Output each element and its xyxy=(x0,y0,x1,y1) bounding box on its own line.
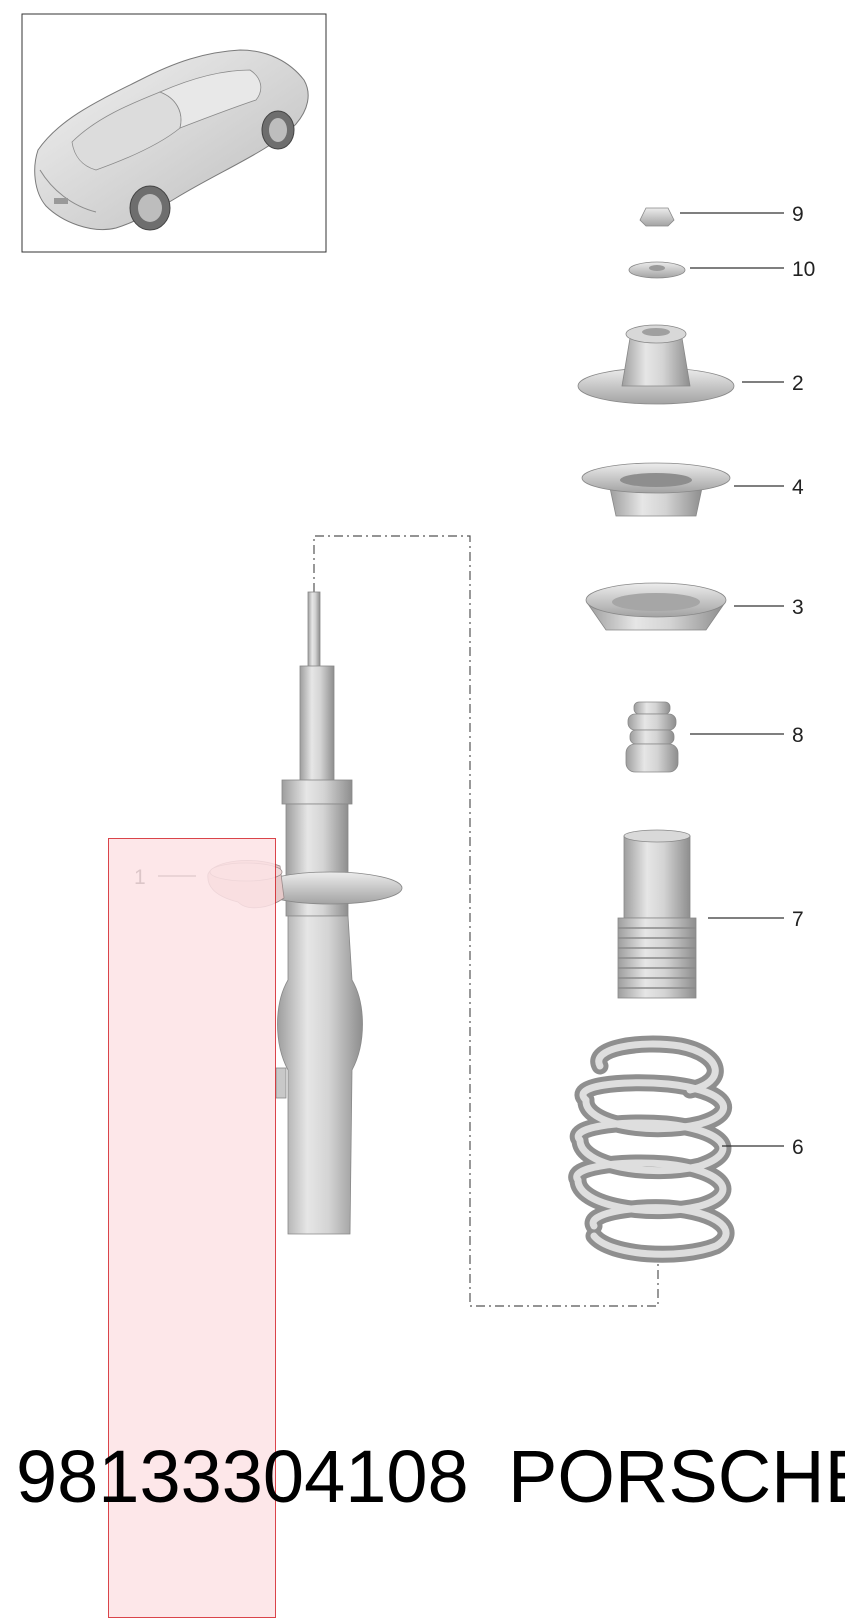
part-3-spring-pad xyxy=(585,582,727,631)
leader-lines xyxy=(158,212,784,1147)
callout-2: 2 xyxy=(792,372,804,395)
callout-8: 8 xyxy=(792,724,804,747)
part-10-washer xyxy=(628,261,686,279)
part-7-dust-boot xyxy=(617,829,697,999)
brand-name: PORSCHE xyxy=(508,1435,845,1518)
part-8-bump-stop xyxy=(625,701,679,773)
callout-4: 4 xyxy=(792,476,804,499)
strut-assembly xyxy=(257,591,403,1235)
part-number: 98133304108 xyxy=(16,1435,469,1518)
part-1-highlighted xyxy=(207,860,285,909)
part-2-strut-mount xyxy=(577,324,735,405)
callout-6: 6 xyxy=(792,1136,804,1159)
part-6-coil-spring xyxy=(568,1035,735,1263)
callout-1: 1 xyxy=(134,866,146,889)
assembly-guide-line xyxy=(313,535,659,1307)
vehicle-thumbnail xyxy=(21,13,327,253)
part-9-nut xyxy=(639,207,675,227)
callout-3: 3 xyxy=(792,596,804,619)
car-image xyxy=(34,49,309,231)
callout-9: 9 xyxy=(792,203,804,226)
part-4-upper-spring-seat xyxy=(581,462,731,517)
callout-10: 10 xyxy=(792,258,815,281)
callout-7: 7 xyxy=(792,908,804,931)
